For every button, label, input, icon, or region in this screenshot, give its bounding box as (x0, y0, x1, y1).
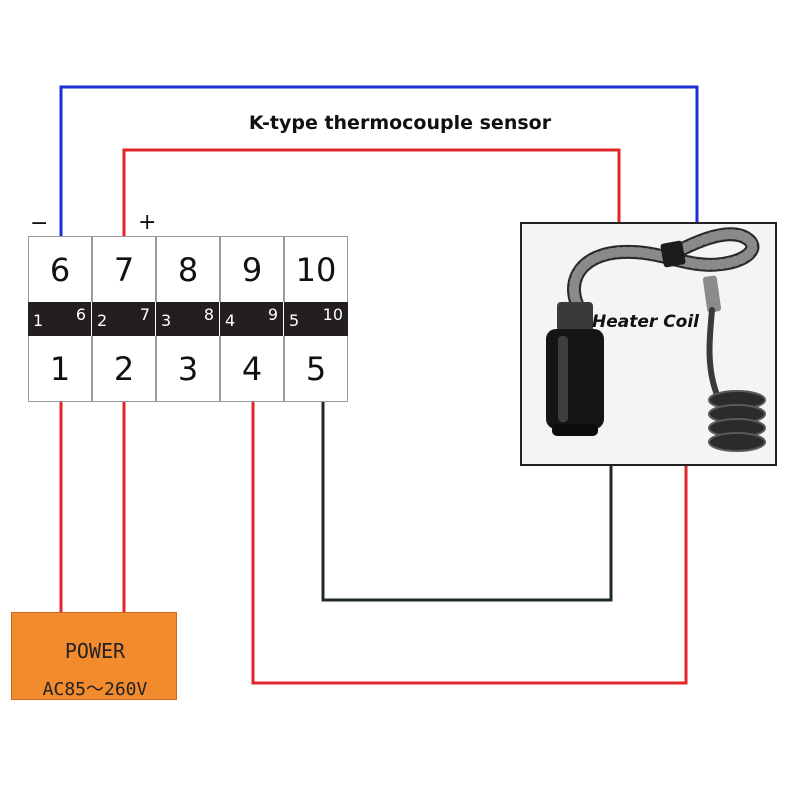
diagram-title: K-type thermocouple sensor (248, 112, 552, 134)
probe-wire (706, 307, 719, 395)
heater-wire-terminal-5 (321, 402, 613, 602)
heater-coil-illustration (546, 227, 766, 452)
strip-label-high: 6 (75, 305, 86, 324)
terminal-number-strip: 1 6 2 7 3 8 4 9 5 10 (28, 302, 348, 336)
power-voltage-range: AC85～260V (42, 679, 148, 700)
strip-label-low: 2 (97, 311, 108, 330)
terminal-2: 2 (92, 336, 156, 402)
terminal-1: 1 (28, 336, 92, 402)
strip-label-high: 8 (203, 305, 214, 324)
heater-wire-terminal-4 (251, 402, 688, 685)
strip-cell-3: 3 8 (156, 302, 220, 336)
terminal-4: 4 (220, 336, 284, 402)
coil-ring (708, 432, 766, 452)
strip-cell-5: 5 10 (284, 302, 348, 336)
terminal-block: 6 7 8 9 10 1 6 2 7 3 8 4 9 5 10 1 2 3 4 … (28, 236, 348, 402)
terminal-7: 7 (92, 236, 156, 302)
strip-label-high: 9 (267, 305, 278, 324)
terminal-9: 9 (220, 236, 284, 302)
strip-label-low: 4 (225, 311, 236, 330)
xlr-connector-body (546, 329, 604, 429)
positive-polarity-label: + (138, 210, 157, 235)
strip-cell-2: 2 7 (92, 302, 156, 336)
braided-cable-pattern (569, 229, 758, 309)
strip-label-low: 1 (33, 311, 44, 330)
xlr-connector-highlight (558, 336, 568, 422)
strip-cell-1: 1 6 (28, 302, 92, 336)
heater-coil-label: Heater Coil (592, 312, 699, 332)
negative-polarity-label: − (30, 211, 49, 236)
terminal-8: 8 (156, 236, 220, 302)
strip-cell-4: 4 9 (220, 302, 284, 336)
power-label: POWER (64, 639, 126, 663)
terminal-5: 5 (284, 336, 348, 402)
cable-tie (660, 240, 686, 268)
strip-label-low: 3 (161, 311, 172, 330)
strip-label-high: 10 (322, 305, 343, 324)
power-supply-box: POWER AC85～260V (11, 612, 177, 700)
strip-label-low: 5 (289, 311, 300, 330)
xlr-connector-tip (552, 424, 598, 436)
strip-label-high: 7 (139, 305, 150, 324)
xlr-connector-collar (557, 302, 593, 332)
thermocouple-negative-wire (59, 85, 699, 236)
terminal-6: 6 (28, 236, 92, 302)
probe-fitting (702, 275, 722, 313)
heater-coil-photo: Heater Coil (520, 222, 777, 466)
thermocouple-positive-wire (122, 148, 621, 236)
terminal-10: 10 (284, 236, 348, 302)
terminal-3: 3 (156, 336, 220, 402)
